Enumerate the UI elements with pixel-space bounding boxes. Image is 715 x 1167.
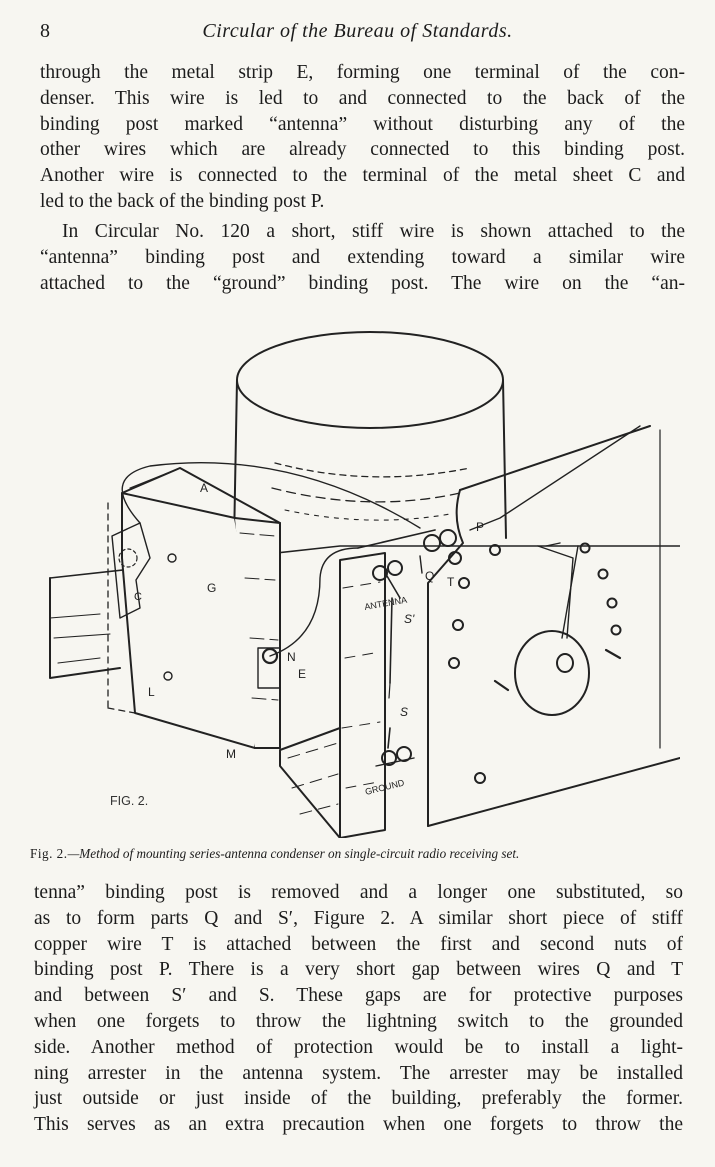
text-line: led to the back of the binding post P.: [40, 190, 325, 212]
figure-label: FIG. 2.: [110, 794, 148, 808]
caption-text: —Method of mounting series-antenna conde…: [67, 846, 520, 861]
text-line: through the metal strip E, forming one t…: [40, 62, 685, 83]
paragraph-2: In Circular No. 120 a short, stiff wire …: [40, 219, 685, 296]
label-M: M: [226, 747, 236, 761]
text-line: binding post P. There is a very short ga…: [34, 959, 683, 981]
text-line: tenna” binding post is removed and a lon…: [34, 882, 683, 903]
label-S-prime: S': [404, 612, 415, 626]
tuning-knob: [514, 630, 590, 716]
label-A: A: [200, 481, 208, 495]
text-line: Another wire is connected to the termina…: [40, 165, 685, 187]
text-line: when one forgets to throw the lightning …: [34, 1010, 683, 1032]
text-line: “antenna” binding post and extending tow…: [40, 246, 685, 268]
text-line: side. Another method of protection would…: [34, 1036, 683, 1058]
label-N: N: [287, 650, 296, 664]
wire-S: [387, 727, 391, 749]
figure-2-illustration: A C G N E L M P Q T S' S ANTENNA GROUND …: [40, 318, 681, 839]
label-S: S: [400, 705, 408, 719]
condenser-mounting-drawing: A C G N E L M P Q T S' S ANTENNA GROUND …: [49, 331, 681, 839]
coil-side-left: [233, 379, 238, 544]
label-T: T: [447, 575, 455, 589]
text-line: other wires which are already connected …: [40, 139, 685, 161]
label-Q: Q: [425, 569, 434, 583]
text-line: just outside or just inside of the build…: [34, 1088, 683, 1110]
caption-label: Fig. 2.: [30, 846, 68, 861]
text-line: and between S′ and S. These gaps are for…: [34, 985, 683, 1007]
coil-top: [236, 331, 504, 429]
text-line: binding post marked “antenna” without di…: [40, 113, 685, 135]
label-P: P: [476, 520, 484, 534]
page-number: 8: [40, 20, 50, 42]
text-line: ning arrester in the antenna system. The…: [34, 1062, 683, 1084]
label-E: E: [298, 667, 306, 681]
nut-N: [261, 647, 279, 665]
text-line: attached to the “ground” binding post. T…: [40, 272, 685, 294]
label-C: C: [134, 591, 142, 603]
text-line: In Circular No. 120 a short, stiff wire …: [62, 221, 685, 242]
text-line: denser. This wire is led to and connecte…: [40, 87, 685, 109]
paragraph-3: tenna” binding post is removed and a lon…: [34, 880, 683, 1138]
wire-S-prime: [389, 597, 393, 684]
coil-side-right: [502, 379, 507, 539]
paragraph-1: through the metal strip E, forming one t…: [40, 60, 685, 215]
figure-caption: Fig. 2.—Method of mounting series-antenn…: [30, 846, 690, 862]
label-L: L: [148, 685, 155, 699]
text-line: as to form parts Q and S′, Figure 2. A s…: [34, 907, 683, 929]
running-head: Circular of the Bureau of Standards.: [202, 20, 513, 42]
label-G: G: [207, 581, 216, 595]
cabinet-top-edge: [459, 425, 651, 491]
text-line: copper wire T is attached between the fi…: [34, 933, 683, 955]
text-line: This serves as an extra precaution when …: [34, 1114, 683, 1136]
